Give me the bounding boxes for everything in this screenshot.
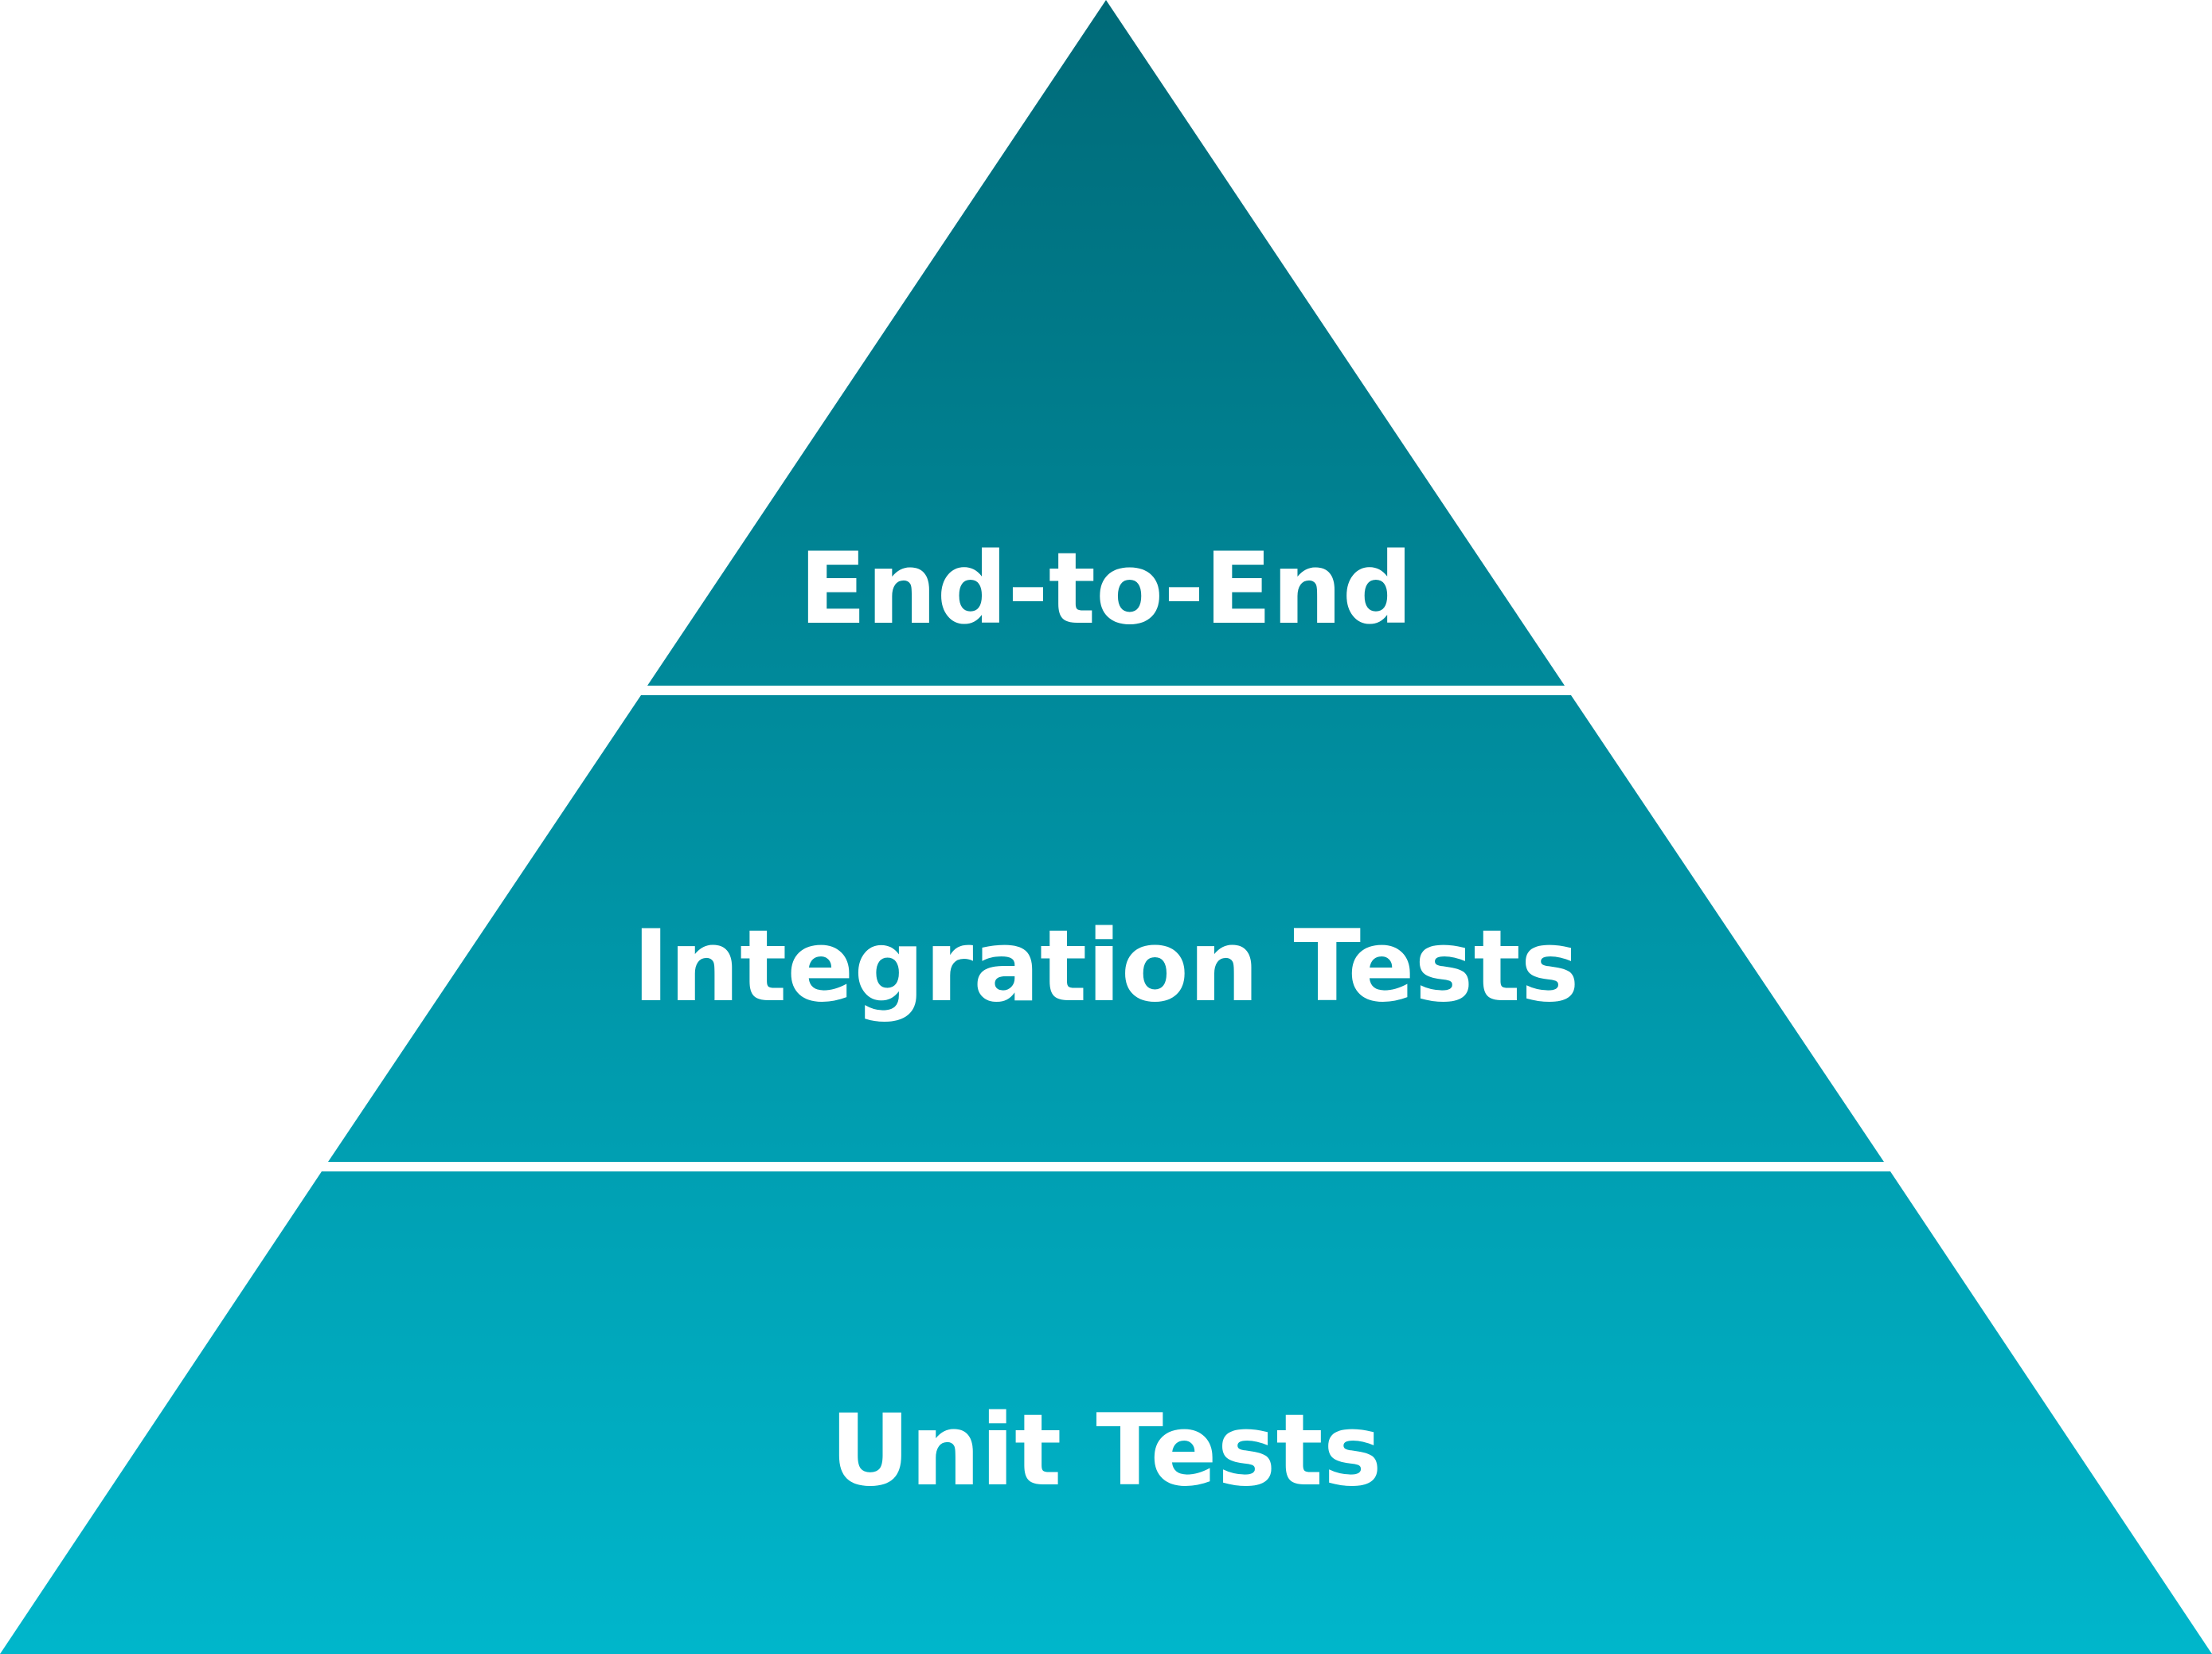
tier-label-end-to-end: End-to-End [799,532,1413,647]
tier-label-integration-tests: Integration Tests [633,909,1580,1024]
pyramid-tier-middle [328,695,1884,1162]
pyramid-tier-top [647,0,1565,686]
pyramid-tier-bottom [0,1171,2212,1654]
tier-label-unit-tests: Unit Tests [830,1394,1382,1508]
